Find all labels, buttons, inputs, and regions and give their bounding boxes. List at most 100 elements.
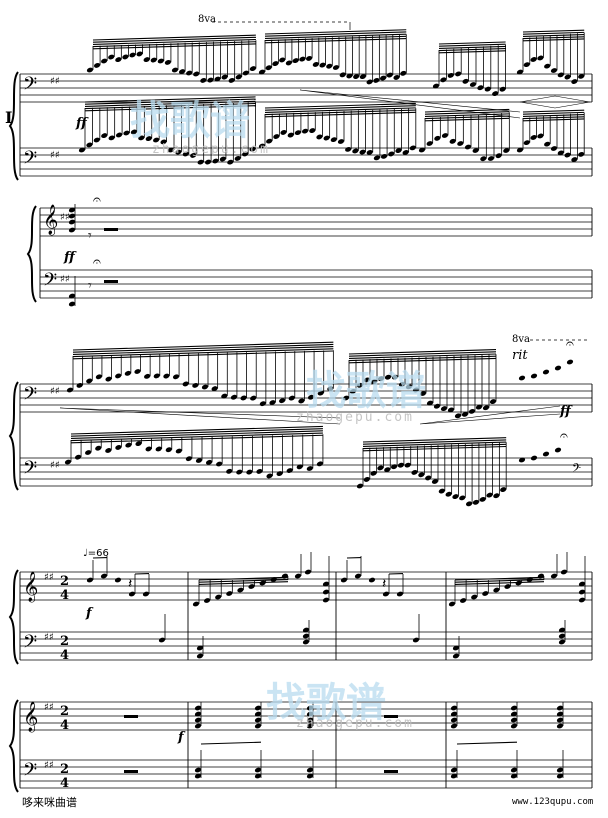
note-head	[560, 569, 568, 575]
run-s2-lower-b-beam	[362, 437, 507, 443]
time-sig-bottom: 4	[60, 648, 69, 663]
note-head	[68, 207, 76, 213]
run-s2-upper-b-note	[356, 382, 364, 388]
run-s1-upper-d-beam	[522, 29, 585, 33]
run-s1-lower-d-note	[537, 133, 544, 139]
run-s1-upper-b-note	[292, 58, 299, 64]
run-s1-upper-a-note	[136, 51, 143, 57]
key-signature: ♯♯	[50, 76, 60, 87]
note-head	[510, 723, 518, 729]
run-s1-lower-b-note	[395, 148, 402, 153]
run-s2-upper-b-note	[370, 379, 378, 385]
run-s2-lower-b-note	[500, 487, 507, 492]
beam	[456, 741, 518, 745]
time-sig-top: 2	[60, 574, 69, 589]
time-sig-bottom: 4	[60, 588, 69, 603]
run-s1-lower-a-note	[130, 129, 138, 135]
part-label: I	[5, 108, 13, 127]
run-s2-upper-b-note	[433, 403, 441, 409]
beam	[454, 578, 545, 583]
run-s1-upper-c-beam	[438, 45, 506, 49]
treble-clef: 𝄞	[43, 204, 58, 236]
note-head	[542, 369, 550, 375]
run-s1-upper-c-beam	[438, 48, 506, 52]
run-s1-lower-a-note	[175, 149, 182, 155]
run-s1-lower-b-note	[280, 130, 287, 135]
run-s2-lower-a-note	[125, 442, 132, 448]
note-head	[158, 637, 166, 643]
run-s2-upper-a-note	[95, 374, 103, 380]
run-s1-lower-a-note	[219, 156, 227, 162]
note-head	[578, 597, 586, 603]
dynamic-ff-end: ff	[560, 404, 571, 419]
run-s1-upper-a-beam	[92, 41, 256, 48]
watermark-logo-3: 找歌谱	[266, 680, 386, 726]
note-head	[254, 767, 262, 773]
note-head	[556, 717, 564, 723]
note-head	[448, 601, 456, 607]
key-signature: ♯♯	[60, 274, 70, 285]
run-s1-lower-b-note	[287, 132, 294, 138]
bass-clef: 𝄢	[43, 270, 57, 295]
run-s1-upper-b-note	[279, 57, 286, 63]
run-s1-upper-a-note	[115, 57, 122, 63]
note-head	[254, 717, 262, 723]
run-s1-lower-a-note	[227, 159, 234, 165]
note-head	[86, 577, 94, 583]
beam	[200, 741, 262, 745]
run-s1-lower-b-note	[273, 134, 280, 139]
run-s2-upper-b-note	[426, 400, 434, 406]
key-signature: ♯♯	[50, 386, 60, 397]
run-s2-upper-b-beam	[348, 351, 497, 357]
run-s1-lower-b-beam	[264, 102, 416, 109]
run-s1-lower-a-beam	[84, 105, 256, 112]
run-s1-upper-a-note	[200, 77, 207, 83]
key-signature: ♯♯	[50, 460, 60, 471]
run-s2-lower-a-beam	[70, 432, 323, 442]
note-head	[142, 591, 150, 597]
note-head	[530, 455, 538, 461]
note-head	[306, 717, 314, 723]
run-s1-lower-b-note	[345, 146, 352, 152]
run-s1-lower-b-beam	[264, 105, 416, 111]
run-s2-lower-b-note	[465, 501, 473, 507]
half-rest	[104, 280, 118, 283]
run-s1-upper-d-note	[537, 55, 544, 61]
fermata-symbol: 𝄐	[93, 192, 101, 208]
run-s2-lower-a-note	[115, 444, 122, 450]
fermata-symbol: 𝄐	[93, 254, 101, 270]
note-head	[196, 653, 204, 659]
note-head	[254, 773, 262, 779]
run-s2-upper-b-note	[391, 374, 399, 380]
run-s1-upper-d-note	[523, 62, 530, 68]
run-s2-lower-b-note	[411, 469, 418, 475]
run-s2-upper-a-beam	[72, 343, 334, 353]
note-head	[194, 723, 202, 729]
note-head	[556, 705, 564, 711]
run-s2-upper-a-beam	[72, 346, 334, 355]
run-s1-upper-c-beam	[438, 50, 506, 54]
run-s1-lower-b-beam	[264, 109, 416, 116]
note-head	[306, 773, 314, 779]
note-head	[68, 219, 76, 225]
run-s1-upper-a-beam	[92, 38, 256, 45]
run-s1-lower-c-note	[449, 138, 456, 144]
run-s2-upper-a-note	[250, 395, 257, 401]
run-s2-upper-b-note	[342, 395, 350, 401]
run-s2-upper-b-note	[447, 407, 455, 413]
run-s1-upper-a-note	[178, 69, 186, 75]
ottava-mark-2: 8va	[512, 334, 530, 345]
run-s1-lower-c-note	[441, 133, 449, 138]
run-s2-upper-b-beam	[348, 357, 497, 364]
footer-right: www.123qupu.com	[512, 797, 594, 807]
run-s1-upper-b-beam	[264, 29, 407, 35]
staff-lines	[20, 73, 592, 789]
run-s1-lower-c-beam	[424, 111, 510, 115]
run-s1-upper-a-note	[221, 74, 228, 80]
run-s1-lower-c-beam	[424, 117, 510, 122]
note-head	[556, 723, 564, 729]
run-s1-upper-a-note	[86, 67, 94, 73]
time-sig-top: 2	[60, 762, 69, 777]
run-s1-upper-b-note	[379, 75, 387, 81]
tempo-mark: ♩=66	[83, 548, 109, 559]
